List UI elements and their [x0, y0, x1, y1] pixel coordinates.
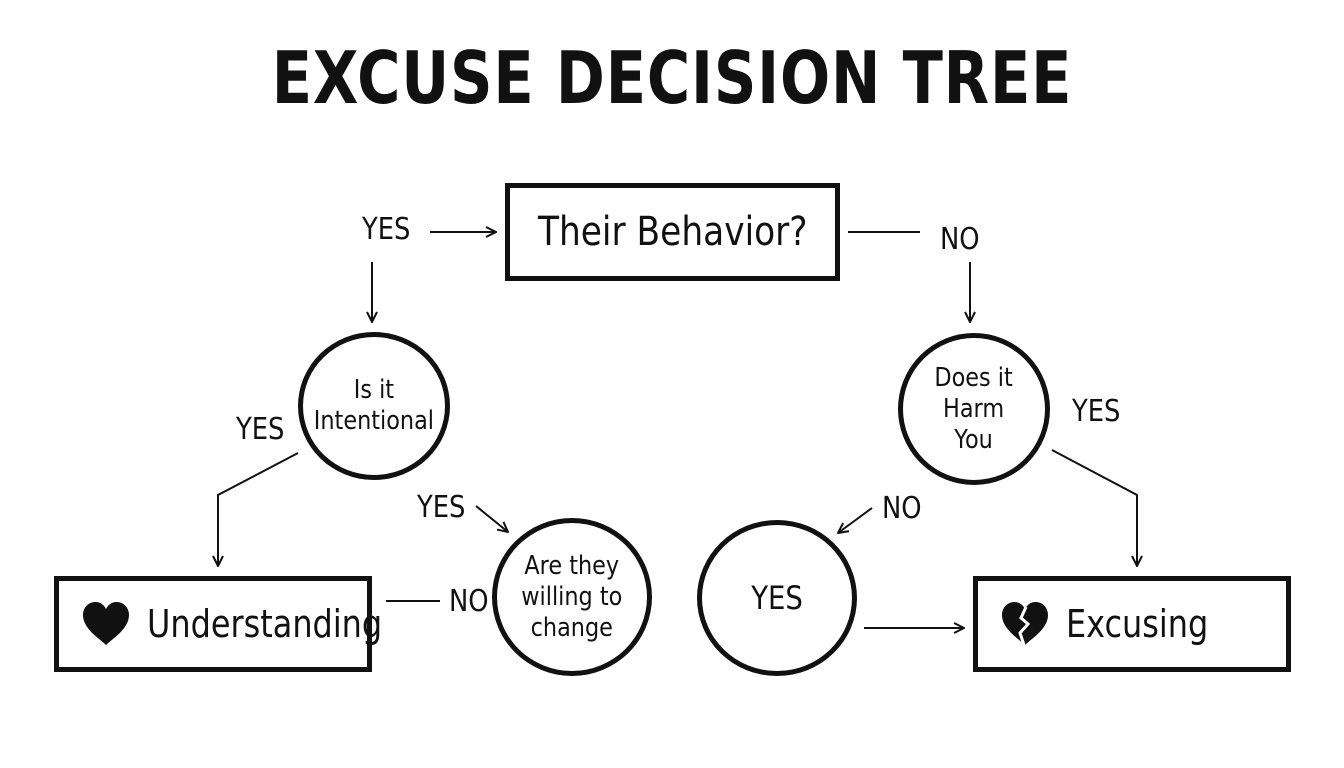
- circle-yes: YES: [697, 520, 857, 676]
- arrow-yes-to-willing: [475, 505, 508, 532]
- heart-icon: [83, 602, 129, 645]
- circle-does-it-harm-you: Does it Harm You: [898, 333, 1050, 485]
- outcome-box-excusing: Excusing: [973, 576, 1291, 672]
- circle-yes-label: YES: [751, 578, 803, 617]
- circle-intentional-label: Is it Intentional: [313, 375, 435, 436]
- arrow-intentional-to-understanding: [218, 452, 299, 566]
- circle-harm-label: Does it Harm You: [934, 362, 1014, 455]
- arrow-harm-to-excusing: [1051, 449, 1137, 566]
- broken-heart-icon: [1002, 602, 1048, 646]
- label-harm-no: NO: [882, 491, 922, 526]
- decision-box-label: Their Behavior?: [537, 209, 808, 255]
- label-root-no: NO: [940, 222, 980, 257]
- outcome-understanding-label: Understanding: [147, 602, 383, 646]
- label-willing-no: NO: [449, 584, 489, 619]
- decision-box-their-behavior: Their Behavior?: [505, 183, 840, 281]
- label-willing-yes: YES: [417, 490, 466, 525]
- circle-is-it-intentional: Is it Intentional: [298, 332, 450, 480]
- arrow-no-to-yes-circle: [838, 507, 873, 533]
- outcome-box-understanding: Understanding: [54, 576, 382, 672]
- label-intentional-yes: YES: [236, 412, 285, 447]
- label-harm-yes: YES: [1072, 394, 1121, 429]
- page-title: EXCUSE DECISION TREE: [271, 36, 1073, 120]
- circle-willing-label: Are they willing to change: [521, 550, 623, 643]
- circle-are-they-willing-to-change: Are they willing to change: [492, 518, 652, 676]
- label-root-yes: YES: [362, 212, 411, 247]
- outcome-excusing-label: Excusing: [1066, 602, 1209, 646]
